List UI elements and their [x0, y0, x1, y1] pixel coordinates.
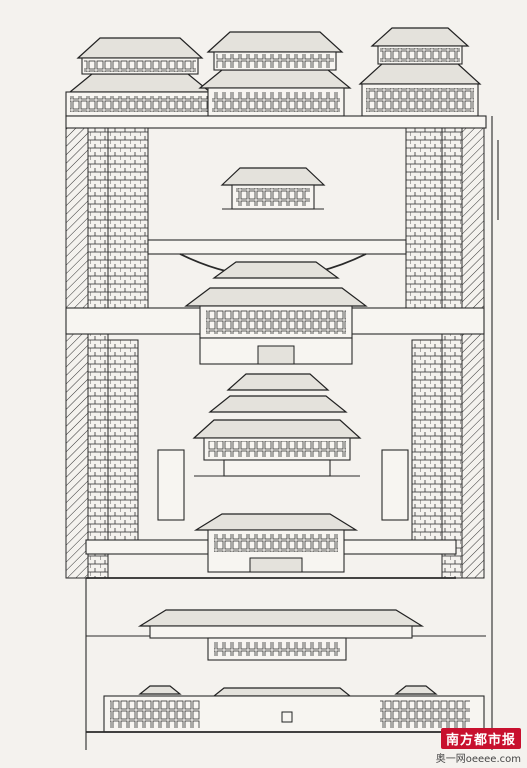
bottom-gate-wall: [86, 685, 492, 733]
side-pavilions: [157, 449, 409, 521]
site-watermark: 奥一网oeeee.com: [435, 754, 521, 765]
newspaper-logo: 南方都市报: [440, 728, 521, 749]
lower-courtyard: [85, 578, 486, 750]
top-hall: [220, 167, 326, 210]
fourth-hall: [85, 513, 457, 579]
third-hall: [192, 373, 362, 477]
top-gate-towers: [65, 27, 482, 117]
second-hall: [184, 261, 368, 365]
outer-city-walls: [65, 115, 499, 750]
